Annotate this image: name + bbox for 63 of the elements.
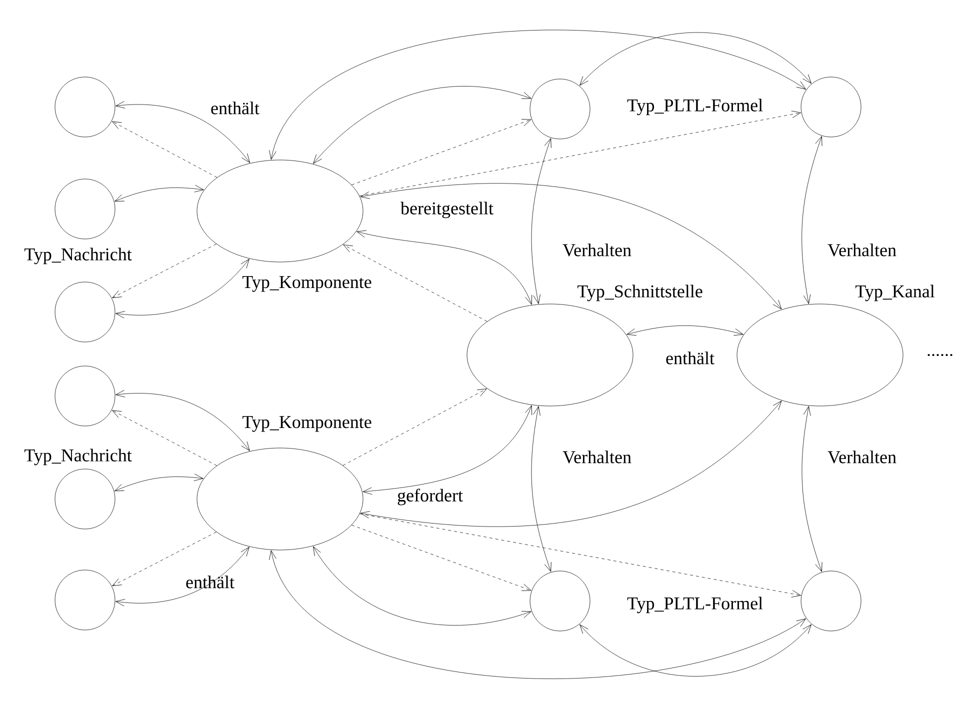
node-caption: Typ_Kanal xyxy=(855,284,935,302)
circle-node xyxy=(800,570,862,632)
arrow xyxy=(531,406,552,572)
circle-node xyxy=(54,468,116,530)
arrow xyxy=(362,405,532,495)
arrow xyxy=(114,184,204,202)
node-caption: Typ_Komponente xyxy=(242,276,372,292)
arrow xyxy=(116,101,250,163)
node-caption: Typ_Komponente xyxy=(242,416,372,432)
edge-label: Verhalten xyxy=(562,244,632,256)
arrow xyxy=(802,406,822,572)
edge-label: enthält xyxy=(186,576,234,588)
arrow xyxy=(342,388,487,466)
arrow xyxy=(313,546,532,626)
text-label: Typ_Nachricht xyxy=(24,248,132,264)
arrow xyxy=(531,138,552,304)
ellipse-node xyxy=(736,304,904,406)
circle-node xyxy=(54,282,116,342)
arrow xyxy=(269,550,806,679)
arrow xyxy=(351,119,532,186)
arrow xyxy=(580,32,812,86)
arrow xyxy=(351,524,532,591)
arrow xyxy=(359,514,801,598)
text-label: Typ_PLTL-Formel xyxy=(627,98,763,116)
text-label: ...... xyxy=(928,354,952,356)
edge-label: bereitgestellt xyxy=(400,202,494,218)
circle-node xyxy=(530,570,590,632)
arrow xyxy=(360,400,782,527)
edge-label: gefordert xyxy=(398,488,463,506)
arrow xyxy=(116,546,250,606)
arrow xyxy=(356,230,532,305)
arrow xyxy=(580,624,812,676)
text-label: Typ_PLTL-Formel xyxy=(627,596,763,614)
arrow xyxy=(802,136,822,304)
arrow xyxy=(114,474,204,492)
circle-node xyxy=(54,178,116,240)
arrow xyxy=(313,86,532,164)
edge-label: enthält xyxy=(211,102,260,114)
edge-label: Verhalten xyxy=(828,244,896,256)
ellipse-node xyxy=(466,304,634,406)
circle-node xyxy=(54,76,116,138)
edge-label: Verhalten xyxy=(828,450,896,464)
arrow xyxy=(626,325,744,336)
circle-node xyxy=(54,366,116,426)
circle-node xyxy=(800,76,862,138)
circle-node xyxy=(530,78,590,140)
ellipse-node xyxy=(196,448,364,550)
edge-label: enthält xyxy=(666,352,714,364)
arrow xyxy=(112,410,218,466)
arrow xyxy=(116,390,250,451)
arrow xyxy=(112,244,217,298)
arrow xyxy=(343,244,488,322)
arrow xyxy=(359,110,801,196)
edge-label: Verhalten xyxy=(562,450,632,464)
arrow xyxy=(112,532,217,586)
node-caption: Typ_Schnittstelle xyxy=(577,284,702,302)
arrow xyxy=(112,121,218,178)
arrow xyxy=(116,258,250,318)
ellipse-node xyxy=(196,160,364,262)
text-label: Typ_Nachricht xyxy=(24,448,132,466)
arrow xyxy=(360,183,782,310)
arrow xyxy=(269,30,806,160)
circle-node xyxy=(54,570,116,630)
